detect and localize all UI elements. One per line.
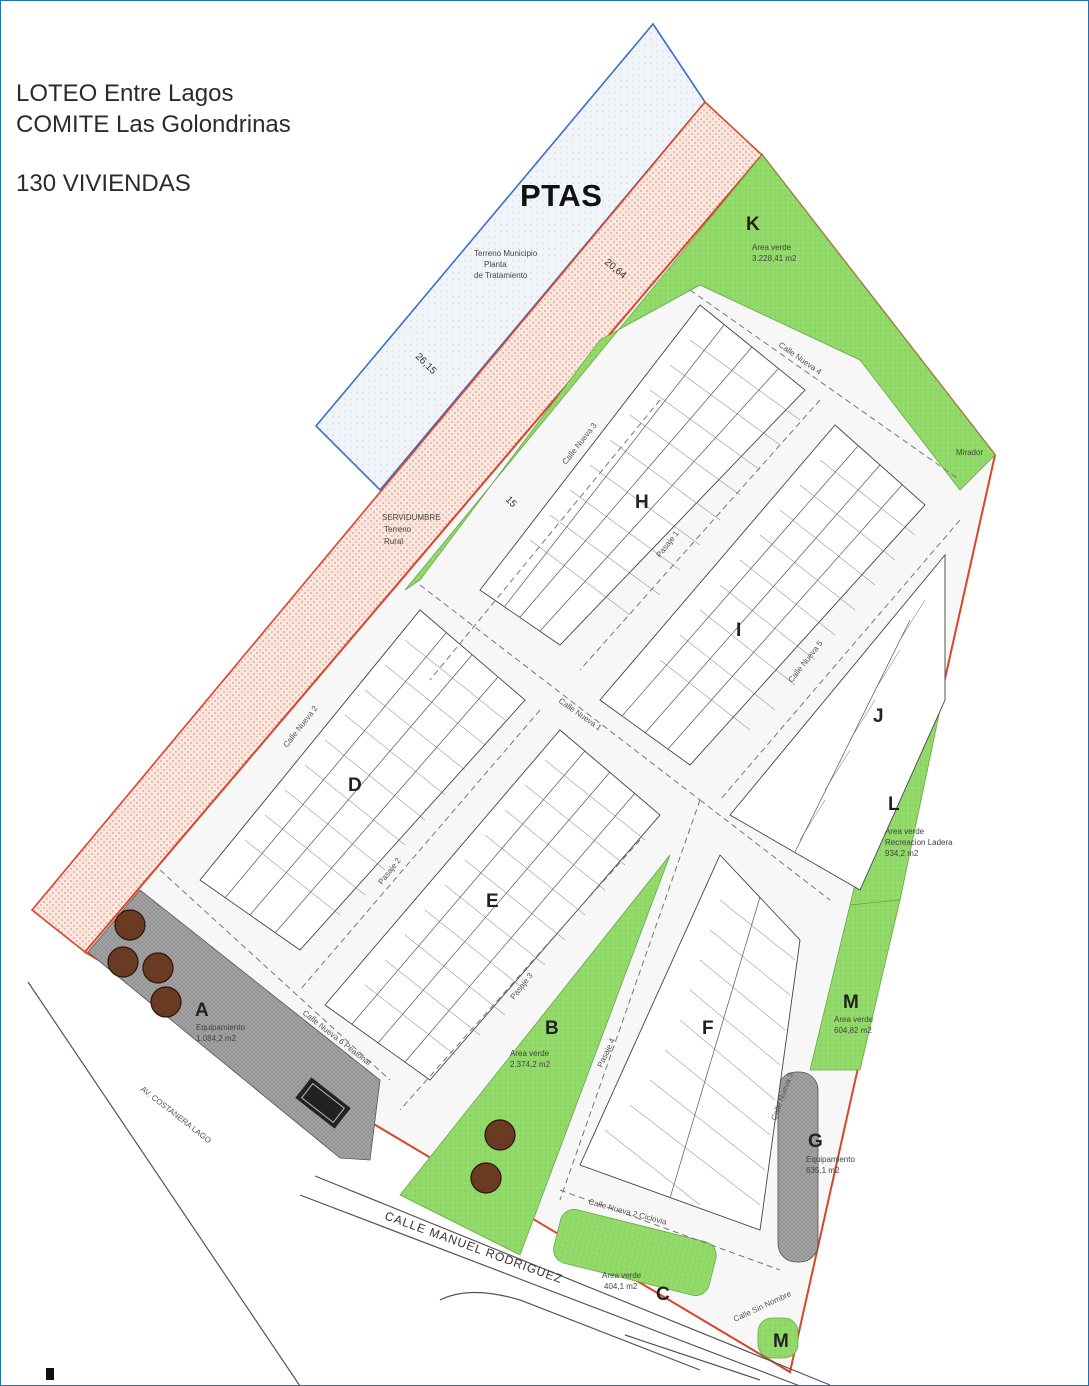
servi-note-1: SERVIDUMBRE [382,513,441,522]
ptas-note-3: de Tratamiento [474,271,528,280]
lot-label-d: D [348,775,362,796]
lot-label-j: J [873,706,884,727]
lot-label-k: K [746,214,760,235]
block-h [479,304,806,646]
ptas-label: PTAS [520,178,603,213]
area-note-b-1: Area verde [510,1049,550,1058]
area-note-l-1: Area verde [885,827,925,836]
area-note-m-2: 604,82 m2 [834,1026,872,1035]
area-note-g-2: 635,1 m2 [806,1166,840,1175]
lot-label-i: I [736,620,741,641]
area-note-b-2: 2.374,2 m2 [510,1060,551,1069]
area-note-c-1: Area verde [602,1271,642,1280]
lot-label-c: C [656,1284,670,1305]
lot-label-e: E [486,891,499,912]
area-note-a-2: 1.084,2 m2 [196,1034,237,1043]
lot-label-h: H [635,492,649,513]
servi-note-3: Rural [384,537,403,546]
lot-label-g: G [808,1131,823,1152]
title-block: LOTEO Entre Lagos COMITE Las Golondrinas… [16,78,291,199]
block-i [599,424,926,766]
title-line-1: LOTEO Entre Lagos [16,80,234,107]
lot-label-m2: M [773,1331,789,1352]
green-area-m2 [757,1317,799,1359]
block-e [324,729,661,1081]
area-note-g-1: Equipamiento [806,1155,855,1164]
lot-label-f: F [702,1018,714,1039]
block-d [199,609,526,951]
green-area-c [553,1209,717,1296]
area-note-c-2: 404,1 m2 [604,1282,638,1291]
tree-icon [107,909,516,1194]
servi-note-2: Terreno [384,525,412,534]
area-note-m-1: Area verde [834,1015,874,1024]
equipamiento-g [777,1071,819,1263]
ptas-note-1: Terreno Municipio [474,249,538,258]
green-area-k [404,154,996,591]
street-costanera: AV. COSTANERA LAGO [139,1084,213,1145]
area-note-k-2: 3.228,41 m2 [752,254,797,263]
ptas-note-2: Planta [484,260,507,269]
ptas-land [314,22,706,492]
area-note-a-1: Equipamiento [196,1023,245,1032]
lot-label-l: L [888,794,900,815]
lot-label-a: A [195,1000,209,1021]
title-line-3: 130 VIVIENDAS [16,170,191,197]
block-f [579,854,801,1231]
area-note-k-1: Area verde [752,243,792,252]
lot-label-m: M [843,992,859,1013]
area-note-l-2: Recreacion Ladera [885,838,953,847]
area-note-l-3: 934,2 m2 [885,849,919,858]
area-note-mirador: Mirador [956,448,983,457]
lot-label-b: B [545,1018,559,1039]
title-line-2: COMITE Las Golondrinas [16,111,291,138]
block-j [729,553,946,891]
green-area-b [399,854,671,1256]
north-arrow-icon [46,1368,54,1380]
building-icon [295,1077,351,1129]
green-area-m [809,899,901,1071]
